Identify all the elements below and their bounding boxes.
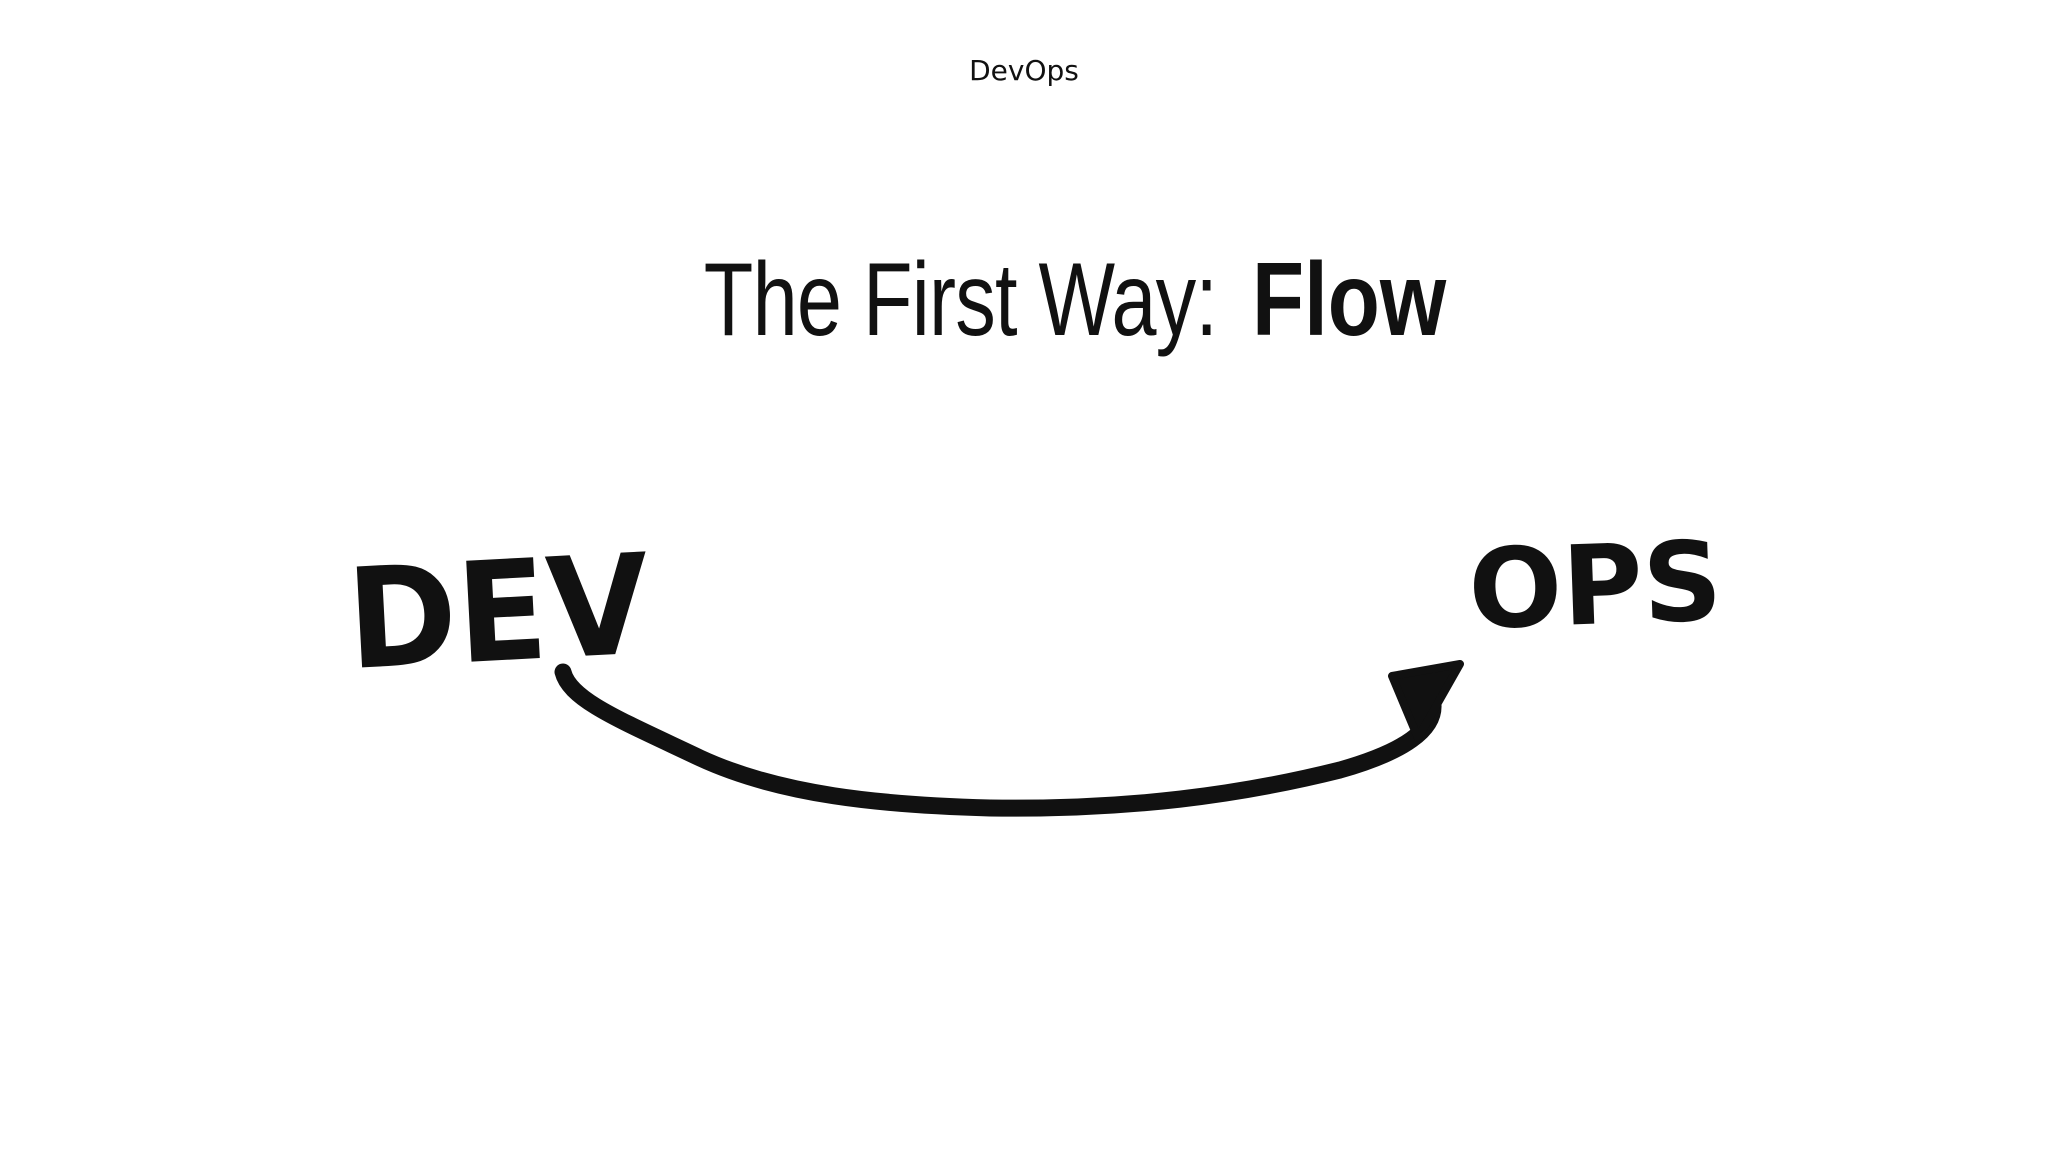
title-prefix: The First Way: xyxy=(703,242,1218,358)
title-emphasis: Flow xyxy=(1252,242,1447,358)
ops-label: OPS xyxy=(1466,517,1724,654)
flow-arrow-curve xyxy=(554,663,1442,817)
dev-label-text: DEV xyxy=(343,523,653,700)
deck-header-label: DevOps xyxy=(969,54,1079,87)
slide-title: The First Way: Flow xyxy=(0,245,2048,355)
ops-label-text: OPS xyxy=(1466,517,1724,654)
dev-label: DEV xyxy=(343,523,653,700)
flow-arrow-head xyxy=(1388,660,1464,742)
